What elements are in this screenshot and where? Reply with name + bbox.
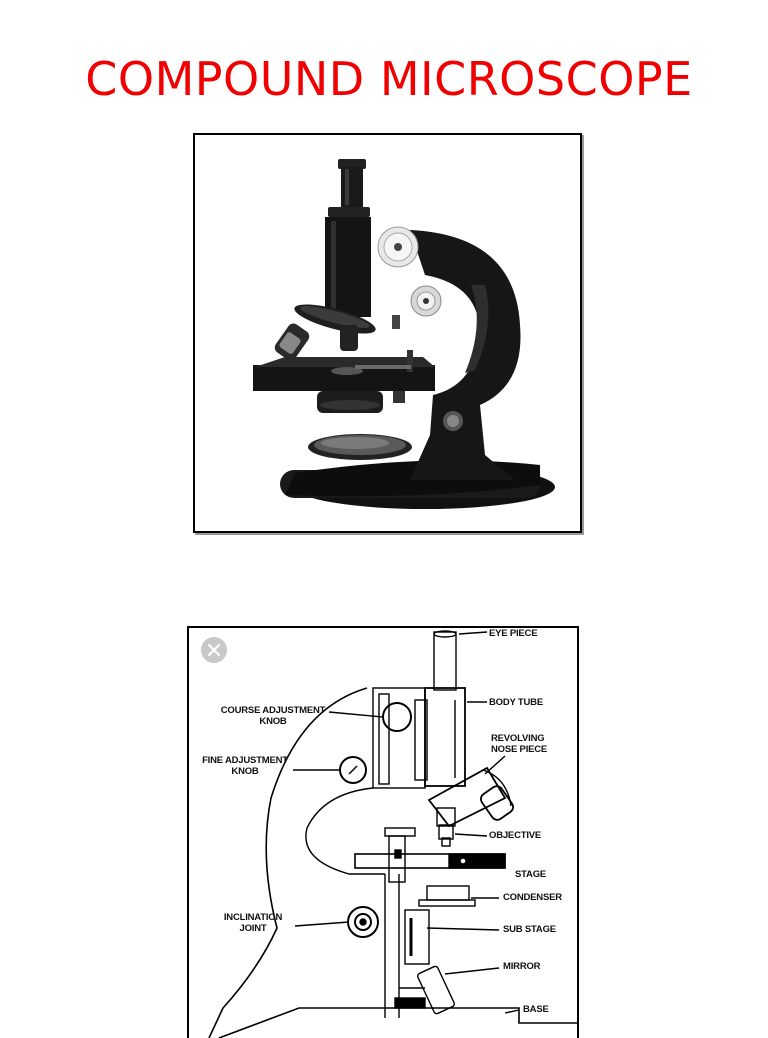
microscope-photo-illustration — [253, 159, 555, 509]
label-base: BASE — [523, 1004, 549, 1015]
close-button[interactable] — [201, 637, 227, 663]
label-sub-stage: SUB STAGE — [503, 924, 556, 935]
label-fine-adjustment-knob-line2: KNOB — [231, 766, 259, 777]
page-title: COMPOUND MICROSCOPE — [85, 52, 693, 106]
label-objective: OBJECTIVE — [489, 830, 542, 841]
label-stage: STAGE — [515, 869, 547, 880]
label-mirror: MIRROR — [503, 961, 541, 972]
close-icon — [207, 643, 221, 657]
label-revolving-nose-piece-line2: NOSE PIECE — [491, 744, 548, 755]
microscope-diagram-drawing — [208, 630, 577, 1038]
label-inclination-joint-line2: JOINT — [239, 923, 267, 934]
label-course-adjustment-knob-line1: COURSE ADJUSTMENT — [220, 705, 326, 716]
label-eye-piece: EYE PIECE — [489, 628, 538, 639]
label-condenser: CONDENSER — [503, 892, 562, 903]
label-inclination-joint-line1: INCLINATION — [223, 912, 283, 923]
microscope-photo — [193, 133, 582, 533]
diagram-lines — [208, 630, 577, 1038]
label-revolving-nose-piece-line1: REVOLVING — [491, 733, 545, 744]
label-body-tube: BODY TUBE — [489, 697, 543, 708]
microscope-diagram: EYE PIECE BODY TUBE REVOLVING NOSE PIECE… — [187, 626, 579, 1038]
label-fine-adjustment-knob-line1: FINE ADJUSTMENT — [202, 755, 288, 766]
label-course-adjustment-knob-line2: KNOB — [259, 716, 287, 727]
